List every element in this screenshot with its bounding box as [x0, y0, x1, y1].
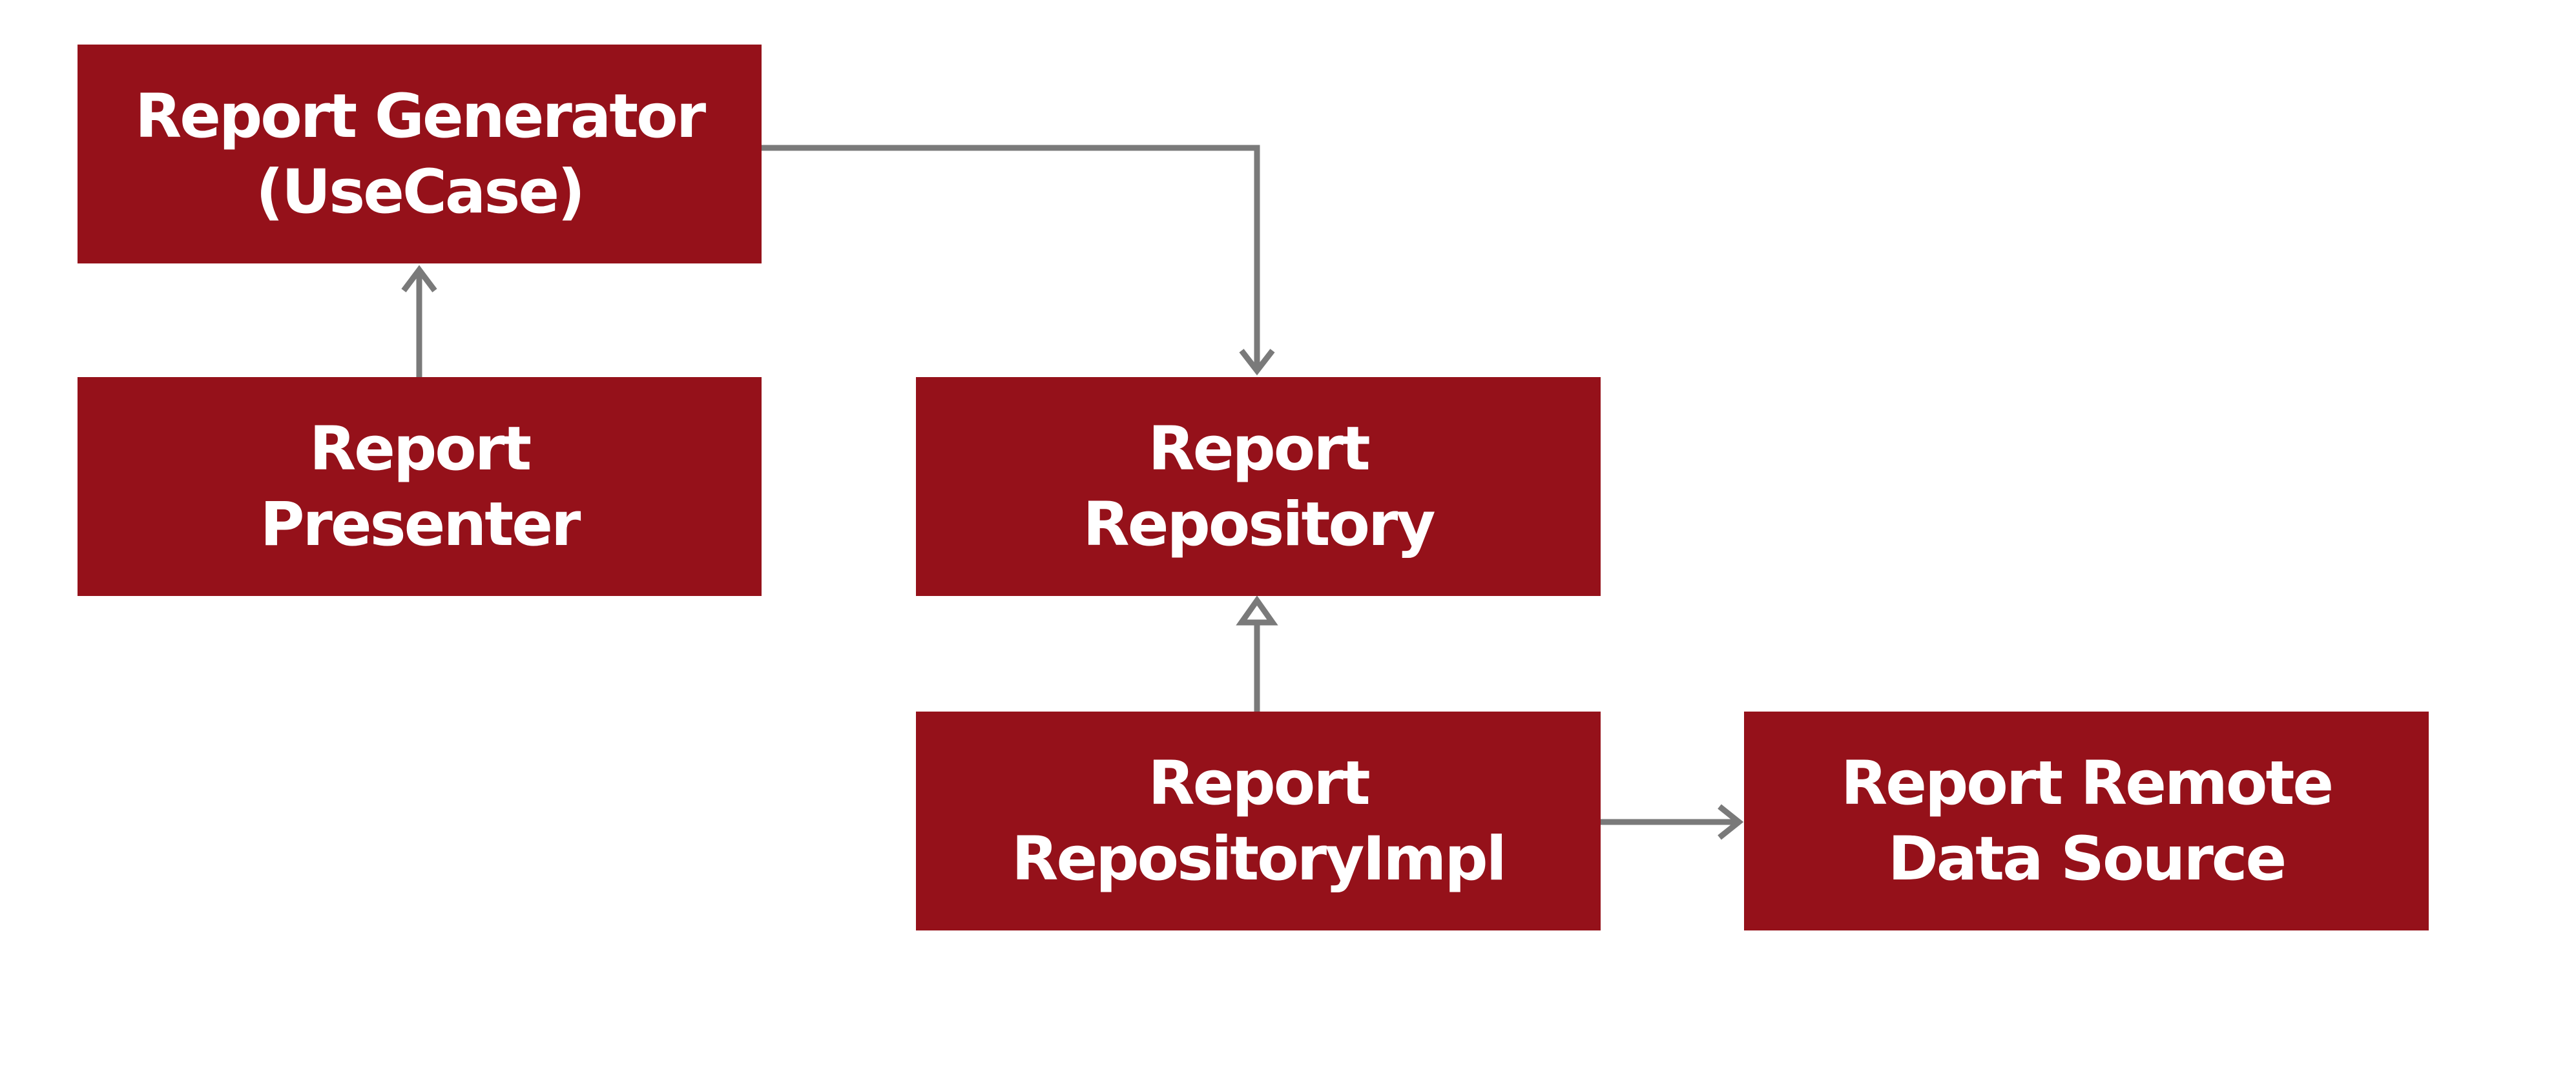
report-repository-impl-node: Report RepositoryImpl [916, 712, 1601, 930]
edge-presenter-to-generator-arrowhead [401, 265, 437, 293]
edge-impl-to-repository-triangle [1236, 595, 1278, 626]
report-presenter-node: Report Presenter [78, 377, 762, 596]
report-generator-usecase-node: Report Generator (UseCase) [78, 45, 762, 263]
node-label-line1: Report Generator [134, 81, 706, 152]
report-repository-node: Report Repository [916, 377, 1601, 596]
node-label-line1: Report [1148, 748, 1370, 819]
node-label-line1: Report Remote [1840, 748, 2334, 819]
node-label-line2: RepositoryImpl [1012, 823, 1507, 894]
node-label-line2: Presenter [260, 489, 581, 560]
edge-impl-to-remote-arrowhead [1718, 804, 1744, 840]
node-label-line1: Report [309, 413, 532, 484]
node-label-line2: (UseCase) [255, 156, 585, 227]
report-remote-data-source-node: Report Remote Data Source [1744, 712, 2429, 930]
node-label-line2: Repository [1083, 489, 1435, 560]
node-label-line2: Data Source [1887, 823, 2287, 894]
edge-generator-to-repository-arrowhead [1239, 349, 1275, 376]
node-label-line1: Report [1148, 413, 1370, 484]
edge-generator-to-repository [762, 145, 1260, 371]
